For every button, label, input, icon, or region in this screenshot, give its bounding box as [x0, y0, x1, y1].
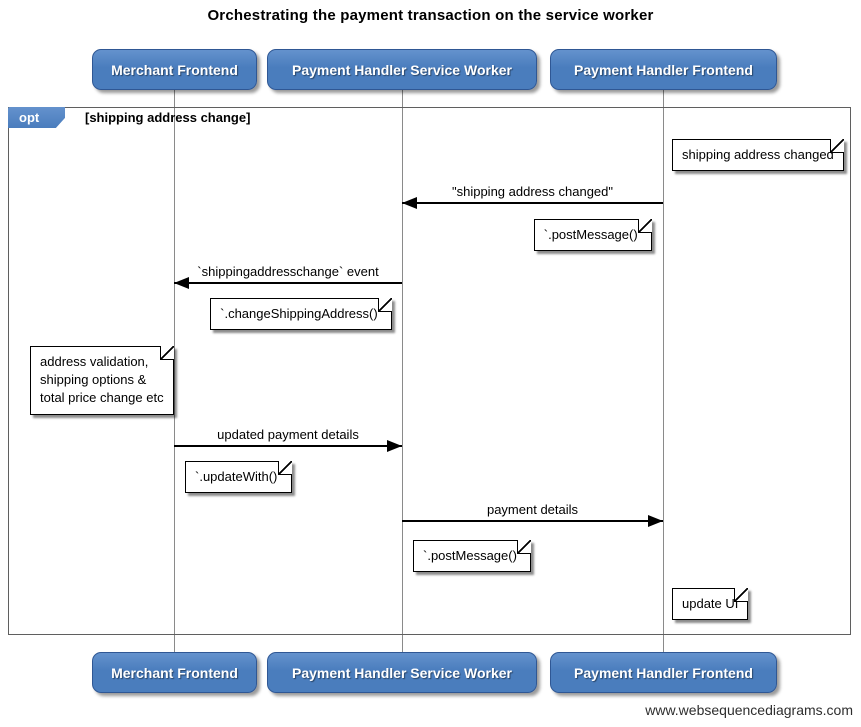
- actor-bottom-payment-handler-frontend: Payment Handler Frontend: [550, 652, 777, 693]
- note-post-message-2: `.postMessage()`: [413, 540, 532, 573]
- actor-bottom-merchant-frontend: Merchant Frontend: [92, 652, 257, 693]
- message-line: [174, 440, 402, 452]
- lifeline-payment-handler-service-worker: [402, 90, 403, 652]
- actor-top-payment-handler-service-worker: Payment Handler Service Worker: [267, 49, 537, 90]
- note-update-with: `.updateWith()`: [185, 461, 292, 494]
- note-address-validation: address validation, shipping options & t…: [30, 346, 174, 415]
- opt-guard-condition: [shipping address change]: [85, 110, 251, 125]
- actor-top-payment-handler-frontend: Payment Handler Frontend: [550, 49, 777, 90]
- opt-operator-tab: opt: [8, 107, 65, 128]
- watermark: www.websequencediagrams.com: [645, 702, 853, 718]
- message-shipping-address-changed-label: "shipping address changed": [451, 184, 613, 199]
- arrowhead-left-icon: [174, 277, 189, 289]
- message-line: [402, 197, 663, 209]
- message-shipping-address-changed: "shipping address changed": [402, 184, 663, 209]
- note-update-ui: update UI: [672, 588, 749, 621]
- arrowhead-left-icon: [402, 197, 417, 209]
- lifeline-payment-handler-frontend: [663, 90, 664, 652]
- arrowhead-right-icon: [387, 440, 402, 452]
- message-line: [174, 277, 402, 289]
- message-updated-payment-details: updated payment details: [174, 427, 402, 452]
- diagram-title: Orchestrating the payment transaction on…: [207, 7, 654, 24]
- lifeline-merchant-frontend: [174, 90, 175, 652]
- note-change-shipping-address: `.changeShippingAddress()`: [210, 298, 392, 331]
- message-shippingaddresschange-event-label: `shippingaddresschange` event: [197, 264, 379, 279]
- message-payment-details: payment details: [402, 502, 663, 527]
- arrowhead-right-icon: [648, 515, 663, 527]
- note-post-message-1: `.postMessage()`: [533, 219, 653, 252]
- message-line: [402, 515, 663, 527]
- message-payment-details-label: payment details: [486, 502, 579, 517]
- message-shippingaddresschange-event: `shippingaddresschange` event: [174, 264, 402, 289]
- actor-top-merchant-frontend: Merchant Frontend: [92, 49, 257, 90]
- opt-fragment-frame: [8, 107, 851, 635]
- note-shipping-address-changed: shipping address changed: [672, 139, 844, 172]
- message-updated-payment-details-label: updated payment details: [217, 427, 359, 442]
- actor-bottom-payment-handler-service-worker: Payment Handler Service Worker: [267, 652, 537, 693]
